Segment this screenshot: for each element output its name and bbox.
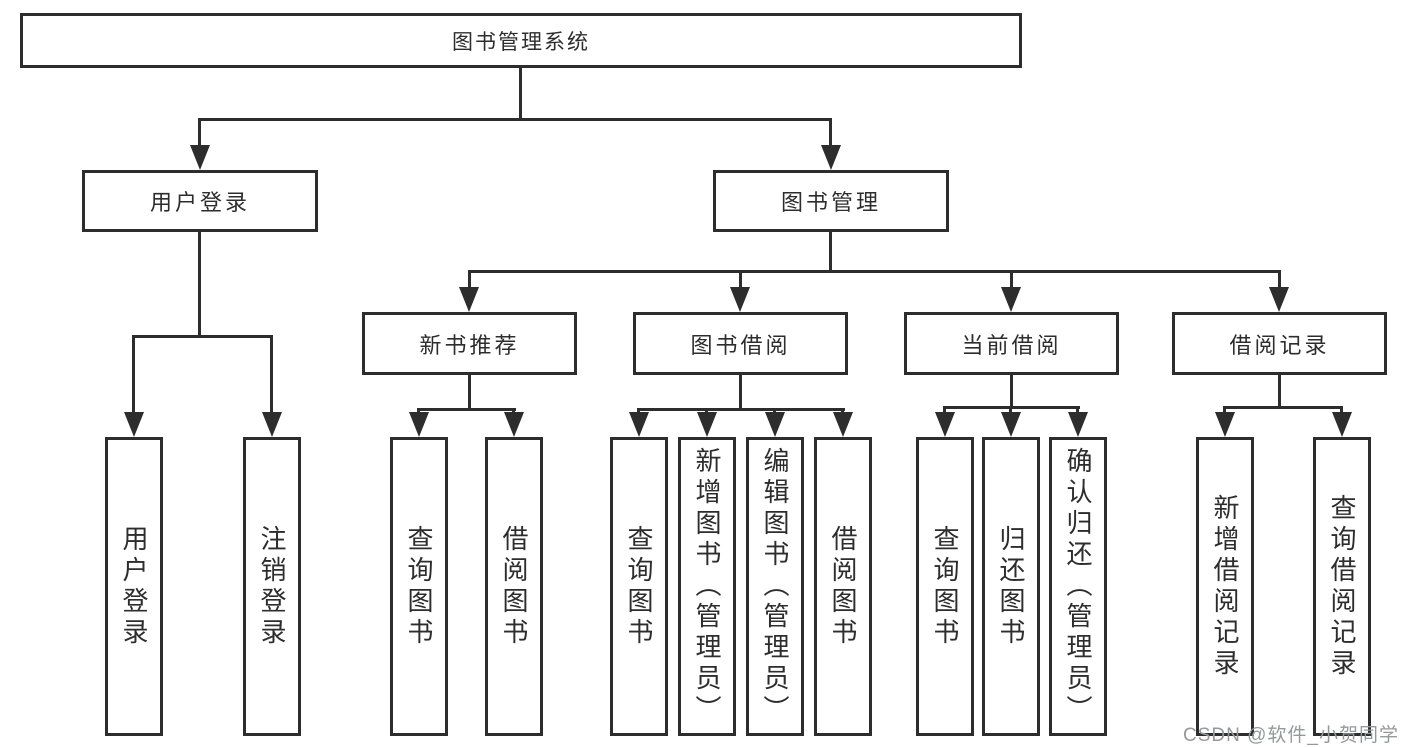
down-arrow-icon (1269, 287, 1289, 312)
node-label: 查询图书 (624, 524, 654, 649)
connector-line (943, 406, 946, 416)
connector-line (637, 408, 845, 411)
down-arrow-icon (504, 412, 524, 437)
down-arrow-icon (409, 412, 429, 437)
leaf-user-login: 用户登录 (105, 437, 163, 736)
connector-line (739, 375, 742, 410)
node-current-borrowing: 当前借阅 (904, 312, 1119, 375)
node-label: 图书管理系统 (452, 30, 590, 54)
down-arrow-icon (765, 412, 785, 437)
node-label: 注销登录 (257, 524, 287, 649)
leaf-query-borrow-record: 查询借阅记录 (1313, 437, 1371, 736)
node-label: 当前借阅 (961, 332, 1062, 358)
leaf-query-books-3: 查询图书 (916, 437, 974, 736)
connector-line (132, 335, 273, 338)
connector-line (1278, 375, 1281, 408)
connector-line (1010, 375, 1013, 408)
connector-line (519, 68, 522, 118)
down-arrow-icon (124, 412, 144, 437)
node-label: 借阅图书 (499, 524, 529, 649)
leaf-query-books: 查询图书 (390, 437, 448, 736)
leaf-add-book-admin: 新增图书（管理员） (678, 437, 736, 736)
node-library-management-system: 图书管理系统 (20, 13, 1022, 68)
connector-line (1278, 270, 1281, 290)
connector-line (198, 118, 201, 147)
connector-line (198, 118, 832, 121)
leaf-return-book: 归还图书 (982, 437, 1040, 736)
node-label: 用户登录 (119, 524, 149, 649)
down-arrow-icon (459, 287, 479, 312)
connector-line (829, 118, 832, 147)
down-arrow-icon (697, 412, 717, 437)
node-label: 用户登录 (149, 190, 250, 215)
node-label: 编辑图书（管理员） (760, 447, 790, 726)
node-borrowing-records: 借阅记录 (1172, 312, 1387, 375)
down-arrow-icon (1215, 412, 1235, 437)
down-arrow-icon (1001, 287, 1021, 312)
down-arrow-icon (629, 412, 649, 437)
node-label: 借阅图书 (828, 524, 858, 649)
node-label: 图书借阅 (690, 332, 791, 358)
connector-line (468, 375, 471, 410)
down-arrow-icon (1068, 412, 1088, 437)
connector-line (1010, 270, 1013, 290)
connector-line (1009, 406, 1012, 416)
connector-line (829, 232, 832, 272)
connector-line (1076, 406, 1079, 416)
node-label: 图书管理 (780, 190, 881, 215)
down-arrow-icon (190, 145, 210, 170)
node-label: 确认归还（管理员） (1063, 447, 1093, 726)
down-arrow-icon (935, 412, 955, 437)
down-arrow-icon (1332, 412, 1352, 437)
leaf-query-books-2: 查询图书 (610, 437, 668, 736)
connector-line (1223, 406, 1226, 416)
node-label: 归还图书 (996, 524, 1026, 649)
leaf-confirm-return-admin: 确认归还（管理员） (1049, 437, 1107, 736)
leaf-add-borrow-record: 新增借阅记录 (1196, 437, 1254, 736)
node-label: 新书推荐 (419, 332, 520, 358)
connector-line (417, 408, 516, 411)
connector-line (1340, 406, 1343, 416)
down-arrow-icon (833, 412, 853, 437)
connector-line (739, 270, 742, 290)
connector-line (198, 232, 201, 335)
node-label: 借阅记录 (1229, 332, 1330, 358)
node-book-management: 图书管理 (713, 170, 949, 232)
node-label: 新增借阅记录 (1210, 493, 1240, 680)
leaf-borrow-books-2: 借阅图书 (814, 437, 872, 736)
node-label: 查询图书 (404, 524, 434, 649)
watermark-text: CSDN @软件_小贺同学 (1183, 725, 1399, 746)
node-user-login: 用户登录 (82, 170, 318, 232)
leaf-logout: 注销登录 (243, 437, 301, 736)
node-book-borrowing: 图书借阅 (633, 312, 848, 375)
leaf-borrow-books: 借阅图书 (485, 437, 543, 736)
leaf-edit-book-admin: 编辑图书（管理员） (746, 437, 804, 736)
down-arrow-icon (262, 412, 282, 437)
connector-line (132, 335, 135, 415)
connector-line (1223, 406, 1343, 409)
node-label: 查询图书 (930, 524, 960, 649)
node-new-book-recommendation: 新书推荐 (362, 312, 577, 375)
down-arrow-icon (1001, 412, 1021, 437)
connector-line (468, 270, 471, 290)
connector-line (468, 270, 1281, 273)
connector-line (270, 335, 273, 415)
down-arrow-icon (821, 145, 841, 170)
node-label: 新增图书（管理员） (692, 447, 722, 726)
node-label: 查询借阅记录 (1327, 493, 1357, 680)
down-arrow-icon (730, 287, 750, 312)
